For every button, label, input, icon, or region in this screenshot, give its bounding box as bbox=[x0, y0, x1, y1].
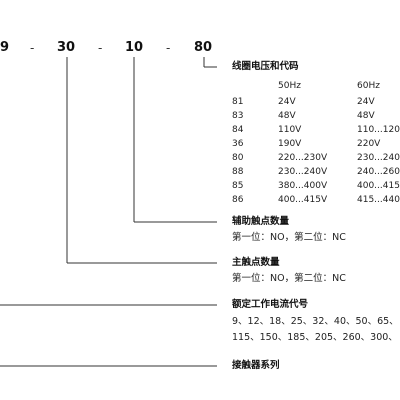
code-part-4: 80 bbox=[194, 40, 213, 55]
coil-voltage-heading: 线圈电压和代码 bbox=[232, 61, 299, 72]
coil-voltage-60hz: 220V bbox=[357, 139, 381, 149]
coil-voltage-50hz: 220...230V bbox=[278, 153, 328, 163]
code-part-3: 10 bbox=[125, 40, 144, 55]
main-contacts-heading: 主触点数量 bbox=[232, 257, 280, 268]
coil-voltage-60hz: 240...260V bbox=[357, 167, 400, 177]
coil-code: 85 bbox=[232, 181, 244, 191]
coil-voltage-50hz: 110V bbox=[278, 125, 302, 135]
coil-voltage-50hz: 400...415V bbox=[278, 195, 328, 205]
rated-current-line-2: 115、150、185、205、260、300、 bbox=[232, 332, 398, 343]
coil-voltage-60hz: 110...120V bbox=[357, 125, 400, 135]
coil-voltage-60hz: 415...440V bbox=[357, 195, 400, 205]
coil-voltage-60hz: 24V bbox=[357, 97, 375, 107]
code-separator-1: - bbox=[30, 41, 35, 55]
coil-voltage-60hz: 230...240V bbox=[357, 153, 400, 163]
series-heading: 接触器系列 bbox=[232, 360, 280, 371]
coil-voltage-50hz: 380...400V bbox=[278, 181, 328, 191]
coil-voltage-60hz: 48V bbox=[357, 111, 375, 121]
aux-contacts-heading: 辅助触点数量 bbox=[232, 216, 290, 227]
code-separator-2: - bbox=[98, 41, 103, 55]
coil-code: 86 bbox=[232, 195, 244, 205]
coil-voltage-50hz: 24V bbox=[278, 97, 296, 107]
coil-voltage-60hz: 400...415V bbox=[357, 181, 400, 191]
coil-code: 83 bbox=[232, 111, 244, 121]
coil-code: 80 bbox=[232, 153, 244, 163]
aux-contacts-note: 第一位：NO，第二位：NC bbox=[232, 232, 346, 243]
coil-code: 88 bbox=[232, 167, 244, 177]
coil-code: 84 bbox=[232, 125, 244, 135]
code-separator-3: - bbox=[166, 41, 171, 55]
coil-voltage-50hz: 230...240V bbox=[278, 167, 328, 177]
coil-col-60hz: 60Hz bbox=[357, 81, 380, 91]
code-part-2: 30 bbox=[57, 40, 76, 55]
coil-voltage-50hz: 190V bbox=[278, 139, 302, 149]
rated-current-heading: 额定工作电流代号 bbox=[232, 299, 309, 310]
rated-current-line-1: 9、12、18、25、32、40、50、65、 bbox=[232, 316, 399, 327]
coil-voltage-50hz: 48V bbox=[278, 111, 296, 121]
main-contacts-note: 第一位：NO，第二位：NC bbox=[232, 273, 346, 284]
coil-col-50hz: 50Hz bbox=[278, 81, 301, 91]
coil-code: 36 bbox=[232, 139, 244, 149]
code-part-1: 9 bbox=[0, 40, 10, 55]
coil-code: 81 bbox=[232, 97, 244, 107]
